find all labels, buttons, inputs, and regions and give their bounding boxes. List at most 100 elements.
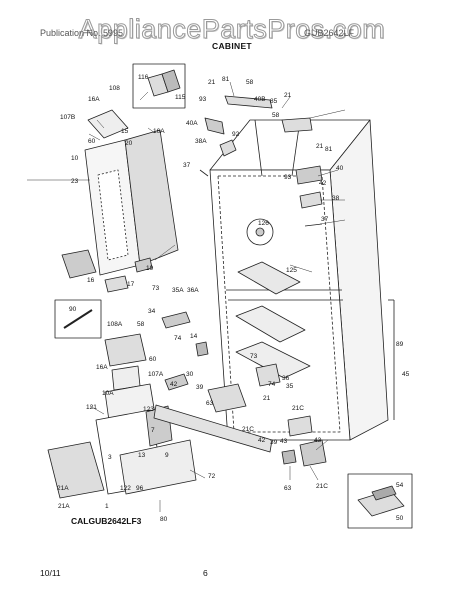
part-callout: 85 [270,98,278,105]
part-callout: 63 [206,400,214,407]
part-callout: 116 [138,74,149,81]
part-callout: 115 [175,94,186,101]
part-callout: 13 [138,452,146,459]
part-callout: 43 [280,438,288,445]
part-callout: 89 [396,341,404,348]
part-callout: 17 [127,281,135,288]
part-callout: 16A [88,96,100,103]
part-callout: 92 [232,131,240,138]
part-callout: 107B [60,114,75,121]
part-callout: 54 [396,482,404,489]
part-callout: 20 [125,140,133,147]
part-callout: 40 [336,165,344,172]
part-callout: 10A [102,390,114,397]
part-callout: 74 [174,335,182,342]
footer-date: 10/11 [40,568,61,578]
part-callout: 58 [246,79,254,86]
part-callout: 108 [109,85,120,92]
part-callout: 21 [284,92,292,99]
part-callout: 35 [286,383,294,390]
cabinet-shell [209,119,395,441]
part-callout: 40B [254,96,266,103]
part-callout: 50 [396,515,404,522]
part-callout: 81 [325,146,333,153]
part-callout: 7 [151,427,155,434]
part-callout: 58 [137,321,145,328]
part-callout: 96 [136,485,144,492]
part-callout: 107A [148,371,164,378]
part-callout: 39 [270,439,278,446]
part-callout: 15 [121,128,129,135]
model-header: GUB2642LF [304,28,355,38]
part-callout: 60 [149,356,157,363]
part-callout: 16 [87,277,95,284]
part-callout: 121 [86,404,97,411]
top-hinge-parts [199,95,323,227]
part-callout: 37 [183,162,191,169]
part-callout: 122 [120,485,131,492]
part-callout: 39 [196,384,204,391]
part-callout: 126 [258,220,269,227]
part-callout: 21 [316,143,324,150]
part-callout: 30 [186,371,194,378]
part-callout: 74 [268,381,276,388]
part-callout: 19 [146,265,154,272]
part-callout: 38 [332,195,340,202]
page-number: 6 [203,568,208,578]
part-callout: 35A [172,287,184,294]
part-callout: 21 [208,79,216,86]
part-callout: 38A [195,138,207,145]
part-callout: 21C [292,405,304,412]
leader-lines [27,81,346,512]
part-callout: 45 [402,371,410,378]
part-callout: 80 [160,516,168,523]
part-callout: 72 [208,473,216,480]
part-callout: 90 [69,306,77,313]
part-callout: 21A [58,503,70,510]
part-callout: 58 [272,112,280,119]
part-callout: 16A [153,128,165,135]
part-callout: 73 [250,353,258,360]
part-callout: 42 [170,381,178,388]
part-callout: 21C [242,426,254,433]
part-callout: 1 [105,503,109,510]
part-callout: 63 [284,485,292,492]
part-callout: 3 [108,454,112,461]
section-title: CABINET [212,41,252,51]
part-callout: 21A [57,485,69,492]
inset-90 [54,299,102,339]
part-callout: 36 [282,375,290,382]
part-callout: 93 [284,174,292,181]
part-callout: 40A [186,120,198,127]
inset-116-115 [132,63,186,109]
part-callout: 43 [314,437,322,444]
watermark: AppliancePartsPros.com [78,14,386,45]
part-callout: 21C [316,483,328,490]
part-callout: 21 [263,395,271,402]
part-callout: 123 [143,406,154,413]
part-callout: 108A [107,321,123,328]
part-callout: 23 [71,178,79,185]
publication-number: Publication No. 5995 [40,28,124,38]
lower-parts [153,218,327,467]
part-callout: 81 [222,76,230,83]
part-callout: 73 [152,285,160,292]
part-callout: 93 [199,96,207,103]
part-callout: 16A [96,364,108,371]
part-callout: 60 [88,138,96,145]
part-callout: 10 [71,155,79,162]
part-callout: 42 [258,437,266,444]
left-side-panel [61,109,179,293]
part-callout: 42 [319,180,327,187]
part-callout: 36A [187,287,199,294]
part-callout: 9 [165,452,169,459]
part-callout: 37 [321,216,329,223]
model-code: CALGUB2642LF3 [71,516,142,526]
part-callout: 34 [148,308,156,315]
part-callout: 14 [190,333,198,340]
part-callout: 125 [286,267,297,274]
inset-54-50 [347,473,413,529]
